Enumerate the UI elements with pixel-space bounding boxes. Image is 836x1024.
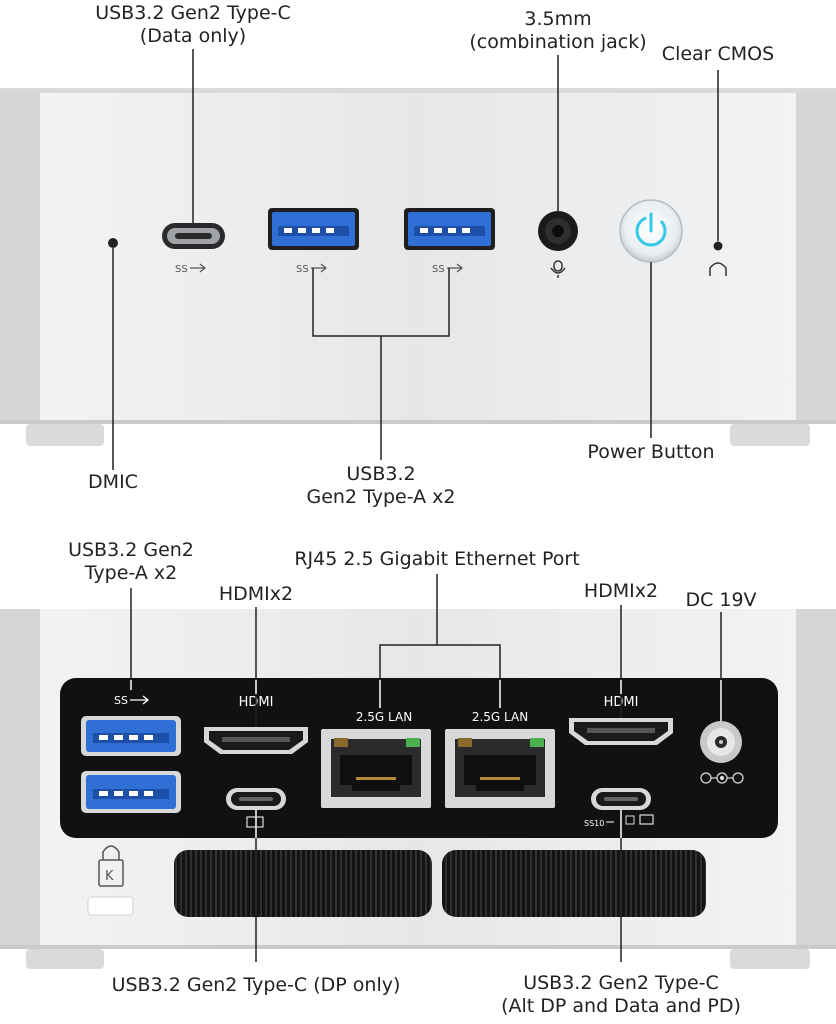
front-foot-left <box>26 424 104 446</box>
dmic-label: DMIC <box>88 471 138 493</box>
front-foot-right <box>730 424 810 446</box>
dc-label: DC 19V <box>685 589 757 611</box>
rear-foot-right <box>730 949 810 969</box>
lan-left-port-text: 2.5G LAN <box>356 710 412 724</box>
hdmi-port-left <box>204 727 308 754</box>
headset-mic-icon <box>550 260 566 278</box>
clear-cmos-label: Clear CMOS <box>661 43 775 65</box>
ss-mark-usbc: SS <box>175 264 188 275</box>
kensington-slot <box>87 896 134 916</box>
front-usba-port-2 <box>404 208 495 250</box>
rear-usbc-dp-label: USB3.2 Gen2 Type-C (DP only) <box>111 974 401 996</box>
svg-text:K: K <box>105 869 114 884</box>
rear-usbc-alt-port <box>591 788 651 810</box>
rear-ss-mark: SS <box>114 694 150 707</box>
rear-usbc-alt-label: USB3.2 Gen2 Type-C (Alt DP and Data and … <box>501 972 741 1017</box>
cmos-pinhole <box>713 241 723 251</box>
rear-usbc-dp-port <box>226 788 286 810</box>
hdmi-right-label: HDMIx2 <box>583 580 659 602</box>
hdmi-left-label: HDMIx2 <box>218 583 294 605</box>
rear-foot-left <box>26 949 104 969</box>
svg-text:SS: SS <box>114 694 128 707</box>
ss-mark-usba-2: SS <box>432 264 445 275</box>
audio-jack <box>538 211 578 251</box>
power-button-label: Power Button <box>587 441 715 463</box>
lan-port-left <box>321 729 431 808</box>
vent-grille-left <box>174 850 432 917</box>
rj45-label: RJ45 2.5 Gigabit Ethernet Port <box>294 548 580 570</box>
rear-usba-label: USB3.2 Gen2 Type-A x2 <box>68 539 194 584</box>
front-usba-port-1 <box>268 208 359 250</box>
dc-jack <box>700 721 742 763</box>
svg-text:SS10: SS10 <box>584 819 604 828</box>
front-callout-lines <box>112 49 719 470</box>
dp-icon <box>246 816 264 828</box>
vent-grille-right <box>442 850 706 917</box>
cmos-icon <box>709 262 727 276</box>
audio-jack-label: 3.5mm (combination jack) <box>469 8 647 53</box>
hdmi-port-right <box>569 718 673 745</box>
front-usbc-label: USB3.2 Gen2 Type-C (Data only) <box>95 2 291 47</box>
ss-mark-usba-1: SS <box>296 264 309 275</box>
lan-right-port-text: 2.5G LAN <box>472 710 528 724</box>
dc-polarity-icon <box>700 772 744 784</box>
usbc-alt-icons: SS10 <box>584 814 654 828</box>
front-usbc-port <box>162 223 225 249</box>
front-usba-label: USB3.2 Gen2 Type-A x2 <box>306 463 456 508</box>
kensington-lock-icon: K <box>98 845 124 887</box>
lan-port-right <box>445 729 555 808</box>
rear-callout-lines-white <box>130 680 722 838</box>
power-button <box>619 199 683 263</box>
rear-usba-port-2 <box>81 771 181 813</box>
dmic-hole <box>108 238 118 248</box>
rear-usba-port-1 <box>81 716 181 756</box>
front-chassis <box>0 88 836 446</box>
